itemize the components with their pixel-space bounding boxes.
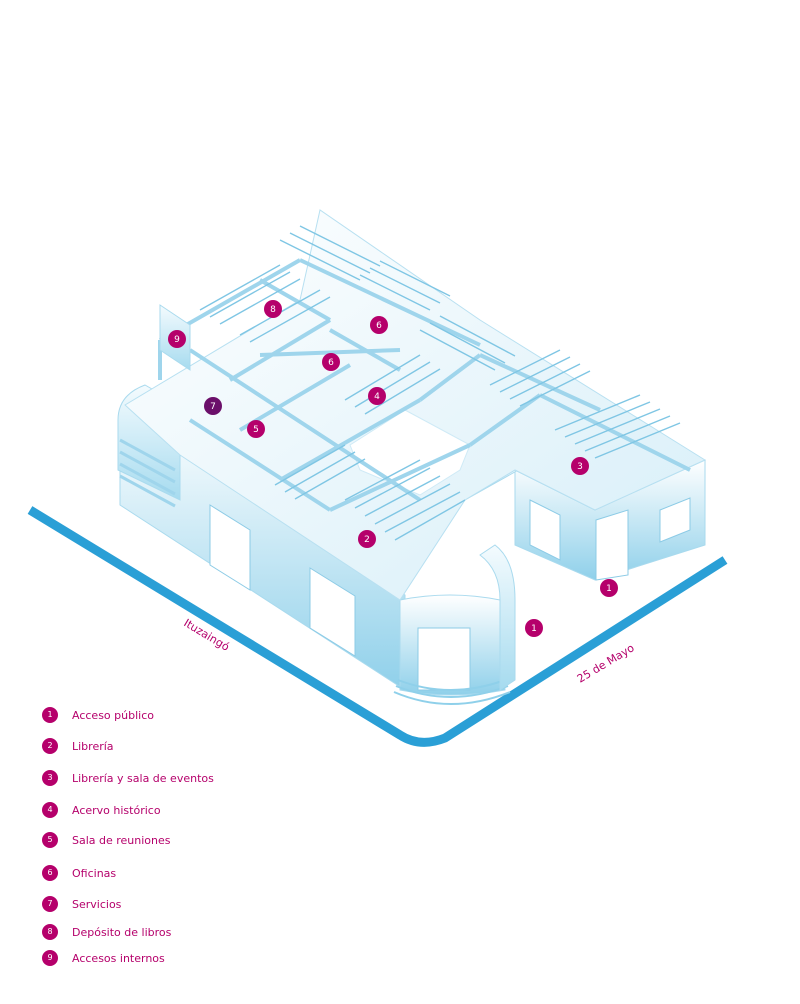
legend-badge: 8 <box>42 924 58 940</box>
legend-badge: 5 <box>42 832 58 848</box>
legend-item: 5 Sala de reuniones <box>42 831 171 849</box>
legend-badge: 9 <box>42 950 58 966</box>
marker-book-depot: 8 <box>264 300 282 318</box>
legend-label: Servicios <box>72 897 122 911</box>
legend-label: Depósito de libros <box>72 925 172 939</box>
marker-meeting-room: 5 <box>247 420 265 438</box>
marker-office-center: 6 <box>322 353 340 371</box>
marker-number: 8 <box>270 305 276 315</box>
marker-number: 6 <box>328 358 334 368</box>
legend-label: Acervo histórico <box>72 803 161 817</box>
legend-badge: 7 <box>42 896 58 912</box>
legend-item: 1 Acceso público <box>42 706 154 724</box>
marker-number: 2 <box>364 535 370 545</box>
street-line <box>27 506 728 747</box>
facade-right-windows <box>529 497 691 581</box>
legend-label: Oficinas <box>72 866 117 880</box>
marker-internal-access: 9 <box>168 330 186 348</box>
legend-badge: 3 <box>42 770 58 786</box>
marker-office-top: 6 <box>370 316 388 334</box>
marker-number: 9 <box>174 335 180 345</box>
corner-bands <box>119 438 176 508</box>
corner-steps <box>393 679 511 705</box>
legend-item: 9 Accesos internos <box>42 949 165 967</box>
marker-number: 3 <box>577 462 583 472</box>
marker-number: 1 <box>531 624 537 634</box>
legend-item: 2 Librería <box>42 737 114 755</box>
room-markers: 1 1 2 3 4 5 6 <box>168 300 618 637</box>
marker-number: 4 <box>374 392 380 402</box>
legend-label: Librería y sala de eventos <box>72 771 214 785</box>
legend-badge: 2 <box>42 738 58 754</box>
legend-badge: 6 <box>42 865 58 881</box>
corner-entrance <box>417 627 471 691</box>
marker-entrance-corner: 1 <box>525 619 543 637</box>
legend-item: 7 Servicios <box>42 895 121 913</box>
marker-number: 7 <box>210 402 216 412</box>
legend-label: Sala de reuniones <box>72 833 171 847</box>
shelving <box>199 225 681 541</box>
marker-bookstore: 2 <box>358 530 376 548</box>
legend-item: 4 Acervo histórico <box>42 801 161 819</box>
legend-label: Accesos internos <box>72 951 165 965</box>
legend-badge: 1 <box>42 707 58 723</box>
facade-left-windows <box>209 504 356 657</box>
marker-archive: 4 <box>368 387 386 405</box>
legend-badge: 4 <box>42 802 58 818</box>
marker-entrance-right: 1 <box>600 579 618 597</box>
legend-label: Acceso público <box>72 708 154 722</box>
legend-item: 6 Oficinas <box>42 864 116 882</box>
marker-number: 5 <box>253 425 259 435</box>
legend-label: Librería <box>72 739 114 753</box>
marker-number: 6 <box>376 321 382 331</box>
legend-item: 8 Depósito de libros <box>42 923 171 941</box>
marker-services: 7 <box>204 397 222 415</box>
marker-number: 1 <box>606 584 612 594</box>
curved-wall <box>479 544 516 691</box>
legend-item: 3 Librería y sala de eventos <box>42 769 214 787</box>
marker-bookstore-events: 3 <box>571 457 589 475</box>
